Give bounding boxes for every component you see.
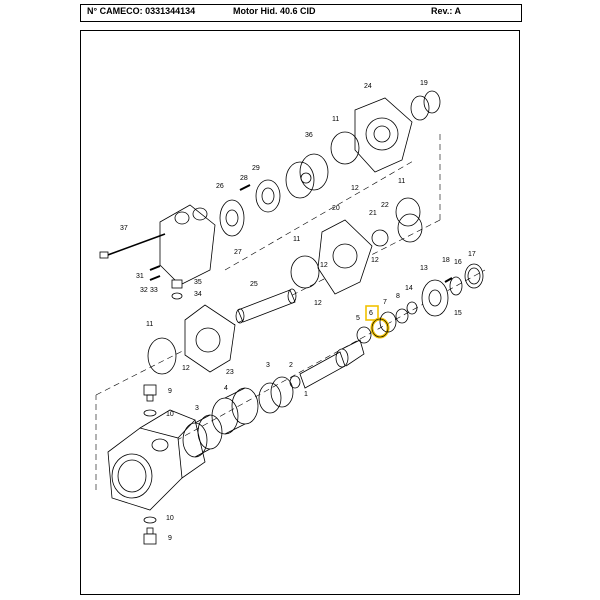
rings-21-22 [371,213,423,247]
washer-8 [395,308,409,324]
front-housing [107,409,206,511]
callout-10: 10 [166,411,174,418]
callout-19: 19 [420,80,428,87]
callout-1: 1 [304,391,308,398]
callout-34: 34 [194,291,202,298]
callout-32: 32 [140,287,148,294]
callout-11a: 11 [146,321,153,328]
callout-3: 3 [266,362,270,369]
callout-labels: 1 2 3 3 4 5 6 7 8 9 9 10 10 11 11 11 11 … [120,80,476,542]
callout-9: 9 [168,388,172,395]
plug-9-lower [143,527,157,545]
callout-12d: 12 [351,185,359,192]
callout-5: 5 [356,315,360,322]
ring-14 [406,301,418,315]
callout-11b: 11 [293,236,300,243]
callout-20: 20 [332,205,340,212]
callout-16: 16 [454,259,462,266]
callout-17: 17 [468,251,476,258]
screws-31-33 [149,265,161,281]
callout-15: 15 [454,310,462,317]
ring-7 [379,311,397,333]
callout-23: 23 [226,369,234,376]
seal-11-right [395,197,421,227]
callout-29: 29 [252,165,260,172]
callout-9b: 9 [168,535,172,542]
callout-12a: 12 [182,365,190,372]
rotor-set-36 [285,153,329,199]
sleeve-4 [211,387,259,435]
plate-29 [255,179,281,213]
callout-37: 37 [120,225,128,232]
callout-10b: 10 [166,515,174,522]
callout-28: 28 [240,175,248,182]
bearing-3-rear [258,376,294,414]
washer-2 [289,375,301,389]
callout-7: 7 [383,299,387,306]
seal-11-top [330,131,360,165]
callout-12c: 12 [320,262,328,269]
callout-27: 27 [234,249,242,256]
callout-8: 8 [396,293,400,300]
plug-34-35 [171,279,183,300]
bolt-28 [239,184,251,191]
callout-6: 6 [369,310,373,317]
callout-36: 36 [305,132,313,139]
callout-14: 14 [405,285,413,292]
drive-shaft-25 [235,288,297,324]
callout-11d: 11 [398,178,405,185]
callout-21: 21 [369,210,377,217]
callout-26: 26 [216,183,224,190]
seal-11-lower [147,337,177,375]
callout-11c: 11 [332,116,339,123]
spool-19 [410,90,441,121]
callout-33: 33 [150,287,158,294]
washer-10-upper [143,409,157,417]
bearing-3-front [182,414,223,458]
plate-26 [219,199,245,237]
drawing-frame [80,30,520,595]
callout-18: 18 [442,257,450,264]
plate-20 [317,219,373,295]
seal-11-middle [290,255,320,289]
title-block: N° CAMECO: 0331344134 Motor Hid. 40.6 CI… [80,4,522,22]
callout-12b: 12 [314,300,322,307]
drawing-title: Motor Hid. 40.6 CID [233,6,316,16]
callout-22: 22 [381,202,389,209]
callout-31: 31 [136,273,144,280]
callout-13: 13 [420,265,428,272]
flange-13 [421,279,449,317]
revision-label: Rev.: A [430,6,461,16]
callout-4: 4 [224,385,228,392]
callout-25: 25 [250,281,258,288]
callout-24: 24 [364,83,372,90]
seal-5 [356,326,372,344]
end-cap-24 [354,97,413,173]
callout-3b: 3 [195,405,199,412]
port-housing [159,204,216,286]
callout-2: 2 [289,362,293,369]
callout-35: 35 [194,279,202,286]
washer-10-lower [143,516,157,524]
output-shaft-1 [299,339,365,389]
wear-plate-23 [184,304,236,373]
long-bolt-37 [99,233,166,259]
plug-9-upper [143,384,157,402]
callout-12e: 12 [371,257,379,264]
screw-18 [444,277,453,283]
rings-16-17 [449,263,484,296]
part-number: N° CAMECO: 0331344134 [87,6,196,16]
